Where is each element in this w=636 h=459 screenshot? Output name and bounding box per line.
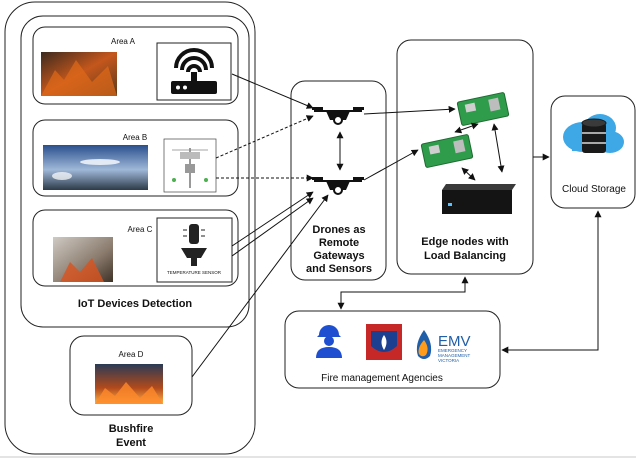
emv-logo-line1: EMERGENCY [438, 348, 467, 353]
edge-title-line2: Load Balancing [424, 250, 506, 262]
drones-title-line4: and Sensors [306, 263, 372, 275]
arrow-area-d-to-drone [191, 194, 329, 378]
drone-icon-top [312, 107, 364, 125]
area-b-label: Area B [123, 133, 147, 142]
emv-logo-line3: VICTORIA [438, 358, 459, 363]
cloud-database-icon [563, 114, 624, 153]
emv-logo-line2: MANAGEMENT [438, 353, 471, 358]
arrow-drone-top-to-edge [363, 105, 456, 115]
area-b-box: Area B [32, 119, 239, 197]
edge-title-line1: Edge nodes with [421, 236, 509, 248]
emv-logo: EMV EMERGENCY MANAGEMENT VICTORIA [416, 330, 471, 363]
arrow-sensor-to-drone-bottom-a [231, 191, 314, 247]
area-c-label: Area C [128, 225, 153, 234]
temperature-sensor-caption: TEMPERATURE SENSOR [167, 270, 222, 275]
emv-logo-text: EMV [438, 333, 471, 350]
arrow-sensor-to-drone-bottom-b [231, 197, 314, 257]
arrow-router-to-drone-top [231, 73, 314, 109]
mini-pc-icon [442, 184, 516, 214]
fire-service-logo [366, 324, 402, 360]
arrow-agencies-to-cloud [501, 210, 602, 354]
arrow-drone-bottom-to-edge [363, 149, 419, 181]
drones-title-line2: Remote [319, 237, 359, 249]
bushfire-title-line2: Event [116, 437, 146, 449]
area-d-box: Area D [69, 335, 193, 416]
connectors [191, 73, 602, 378]
firefighter-icon [316, 325, 342, 358]
cloud-storage-label: Cloud Storage [562, 184, 626, 195]
arrow-agencies-to-edge [337, 276, 469, 310]
iot-devices-title: IoT Devices Detection [78, 298, 193, 310]
area-a-label: Area A [111, 37, 136, 46]
drone-icon-bottom [312, 177, 364, 195]
arrow-pi-to-pi [454, 122, 479, 134]
drones-title-line1: Drones as [312, 224, 365, 236]
arrow-pi2-to-pc [461, 167, 476, 181]
area-c-box: Area C TEMPERATURE SENSOR [32, 209, 239, 287]
raspberry-pi-icon-1 [456, 92, 510, 126]
router-icon [156, 42, 232, 101]
raspberry-pi-icon-2 [420, 134, 474, 168]
drones-title-line3: Gateways [313, 250, 364, 262]
arrow-station-to-drone-top [215, 115, 314, 159]
temperature-sensor-icon: TEMPERATURE SENSOR [156, 217, 233, 283]
arrow-pi-to-pc [491, 123, 505, 173]
area-d-label: Area D [119, 350, 144, 359]
smoke-photo-b [43, 145, 148, 190]
fire-agencies-label: Fire management Agencies [321, 373, 443, 384]
weather-station-icon [163, 138, 217, 193]
bushfire-title-line1: Bushfire [109, 423, 154, 435]
area-a-box: Area A [32, 26, 239, 105]
